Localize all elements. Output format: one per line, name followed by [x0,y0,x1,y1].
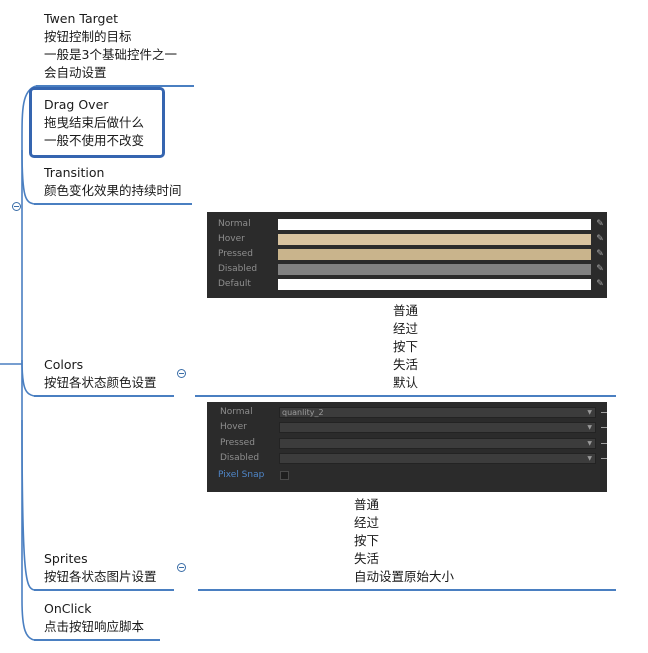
colors-note: 经过 [393,321,419,336]
colors-note: 默认 [393,375,419,390]
sprites-note: 自动设置原始大小 [354,569,455,584]
node-drag-over-line: 一般不使用不改变 [44,133,145,148]
selection-box [29,87,165,158]
colors-branch-underline [195,395,616,397]
node-twen-target-title: Twen Target [44,11,119,26]
node-sprites-title: Sprites [44,551,88,566]
node-twen-target[interactable]: Twen Target 按钮控制的目标 一般是3个基础控件之一 会自动设置 [44,10,177,82]
sprites-note: 经过 [354,515,380,530]
color-row-label: Default [218,279,251,289]
sprite-dropdown-value: quanlity_2 [282,408,324,417]
sprite-dropdown[interactable]: ▼ [279,422,596,433]
sprite-row-label: Normal [220,407,253,417]
sprite-row-label: Disabled [220,453,260,463]
sprite-row-label: Pressed [220,438,255,448]
sprite-row[interactable]: Disabled ▼ [207,451,607,466]
sprites-inspector-panel: Normal quanlity_2 ▼ Hover ▼ Pressed ▼ Dis… [207,402,607,492]
node-onclick-line: 点击按钮响应脚本 [44,619,145,634]
node-colors-line: 按钮各状态颜色设置 [44,375,157,390]
color-row[interactable]: Hover ✎ [207,232,607,247]
color-row[interactable]: Default ✎ [207,277,607,292]
main-collapse-toggle[interactable] [12,202,21,211]
sprites-note: 普通 [354,497,380,512]
sprite-dropdown[interactable]: quanlity_2 ▼ [279,407,596,418]
minus-icon[interactable] [601,427,607,428]
sprite-row[interactable]: Normal quanlity_2 ▼ [207,405,607,420]
color-row[interactable]: Pressed ✎ [207,247,607,262]
node-drag-over-title: Drag Over [44,97,109,112]
node-transition-title: Transition [44,165,105,180]
colors-notes: 普通 经过 按下 失活 默认 [393,302,418,392]
color-row-label: Hover [218,234,245,244]
minus-icon[interactable] [601,412,607,413]
sprite-row[interactable]: Hover ▼ [207,420,607,435]
sprites-collapse-toggle[interactable] [177,563,186,572]
eyedropper-icon[interactable]: ✎ [596,279,604,289]
sprites-note: 按下 [354,533,380,548]
sprite-dropdown[interactable]: ▼ [279,453,596,464]
chevron-down-icon: ▼ [587,424,592,431]
color-swatch[interactable] [278,219,591,230]
sprite-row[interactable]: Pressed ▼ [207,436,607,451]
color-row[interactable]: Normal ✎ [207,217,607,232]
color-row-label: Normal [218,219,251,229]
node-colors[interactable]: Colors 按钮各状态颜色设置 [44,356,157,392]
node-transition[interactable]: Transition 颜色变化效果的持续时间 [44,164,182,200]
pixel-snap-row[interactable]: Pixel Snap [207,468,607,483]
node-twen-target-underline [36,85,194,87]
node-transition-underline [34,203,192,205]
chevron-down-icon: ▼ [587,455,592,462]
sprite-row-label: Hover [220,422,247,432]
color-row-label: Disabled [218,264,258,274]
color-swatch[interactable] [278,279,591,290]
color-swatch[interactable] [278,234,591,245]
colors-inspector-panel: Normal ✎ Hover ✎ Pressed ✎ Disabled ✎ De… [207,212,607,298]
colors-collapse-toggle[interactable] [177,369,186,378]
chevron-down-icon: ▼ [587,409,592,416]
eyedropper-icon[interactable]: ✎ [596,264,604,274]
color-row[interactable]: Disabled ✎ [207,262,607,277]
node-onclick-title: OnClick [44,601,92,616]
sprites-note: 失活 [354,551,380,566]
node-sprites-line: 按钮各状态图片设置 [44,569,157,584]
eyedropper-icon[interactable]: ✎ [596,249,604,259]
node-colors-underline [34,395,174,397]
color-swatch[interactable] [278,264,591,275]
node-transition-line: 颜色变化效果的持续时间 [44,183,182,198]
minus-icon[interactable] [601,458,607,459]
chevron-down-icon: ▼ [587,440,592,447]
minus-icon[interactable] [601,443,607,444]
node-drag-over-line: 拖曳结束后做什么 [44,115,145,130]
colors-note: 失活 [393,357,419,372]
color-row-label: Pressed [218,249,253,259]
node-onclick[interactable]: OnClick 点击按钮响应脚本 [44,600,144,636]
eyedropper-icon[interactable]: ✎ [596,234,604,244]
pixel-snap-label: Pixel Snap [218,470,265,480]
node-sprites-underline [34,589,174,591]
node-twen-target-line: 一般是3个基础控件之一 [44,47,177,62]
sprites-notes: 普通 经过 按下 失活 自动设置原始大小 [354,496,454,586]
node-twen-target-line: 按钮控制的目标 [44,29,132,44]
pixel-snap-checkbox[interactable] [280,471,289,480]
eyedropper-icon[interactable]: ✎ [596,219,604,229]
node-onclick-underline [34,639,160,641]
node-sprites[interactable]: Sprites 按钮各状态图片设置 [44,550,157,586]
colors-note: 普通 [393,303,419,318]
sprites-branch-underline [198,589,616,591]
colors-note: 按下 [393,339,419,354]
node-drag-over[interactable]: Drag Over 拖曳结束后做什么 一般不使用不改变 [44,96,144,150]
sprite-dropdown[interactable]: ▼ [279,438,596,449]
node-twen-target-line: 会自动设置 [44,65,107,80]
color-swatch[interactable] [278,249,591,260]
node-colors-title: Colors [44,357,84,372]
